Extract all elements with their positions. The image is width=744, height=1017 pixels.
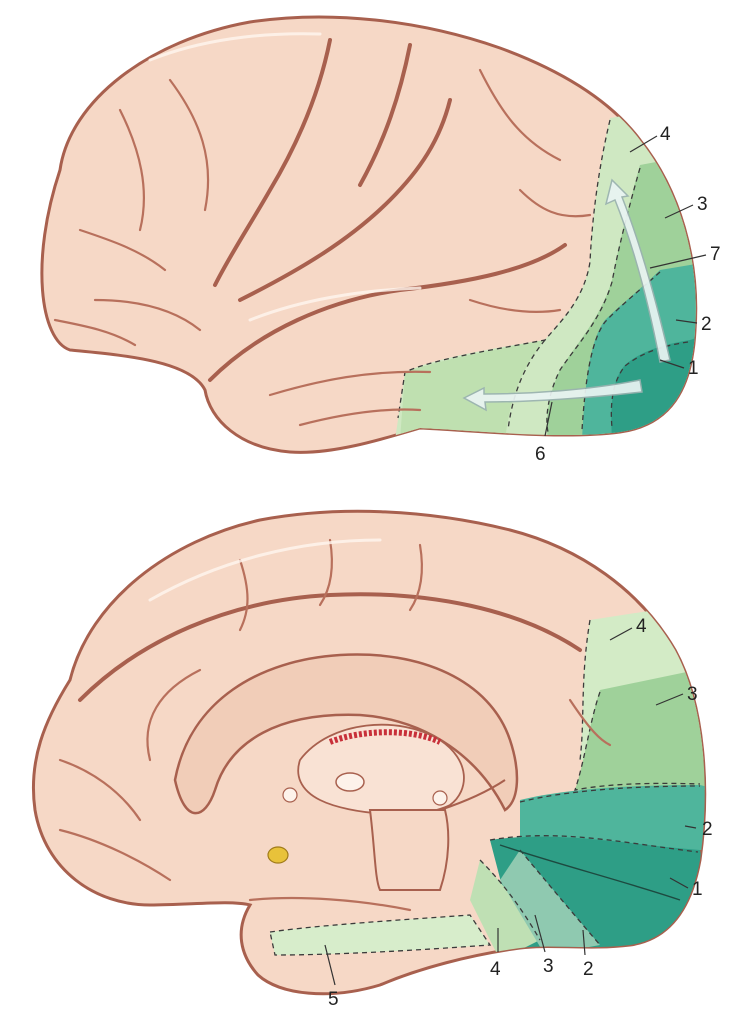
pineal-gland [267, 846, 289, 864]
corpus-callosum [173, 653, 519, 815]
bottom-label-2: 2 [583, 959, 594, 980]
lateral-label-3: 3 [697, 194, 708, 215]
thalamus [297, 723, 465, 815]
lateral-visual-areas [395, 100, 696, 440]
bottom-label-4: 4 [490, 959, 501, 980]
interthalamic-adhesion [335, 772, 365, 792]
medial-label-3: 3 [687, 684, 698, 705]
lateral-label-1: 1 [688, 358, 699, 379]
medial-brain-view [31, 509, 707, 996]
lateral-label-4: 4 [660, 124, 671, 145]
lateral-arrow-ventral-icon [462, 379, 643, 412]
lateral-brain-view [40, 15, 698, 454]
medial-lingual-area-2 [500, 850, 600, 955]
medial-area-2 [520, 785, 705, 850]
lateral-arrow-dorsal-icon [604, 178, 671, 363]
bottom-label-5: 5 [328, 989, 339, 1010]
brainstem [368, 809, 450, 891]
cerebellum-edge [439, 779, 506, 811]
lateral-label-6: 6 [535, 444, 546, 465]
medial-label-1: 1 [692, 879, 703, 900]
lateral-label-2: 2 [701, 314, 712, 335]
lateral-labels: 4 3 7 2 1 6 [535, 124, 721, 465]
medial-labels: 4 3 2 1 2 3 4 5 [324, 616, 713, 1010]
medial-label-2: 2 [702, 819, 713, 840]
mammillary-body [282, 787, 298, 803]
colliculus [432, 790, 448, 806]
medial-area-3 [575, 665, 705, 790]
lateral-label-7: 7 [710, 244, 721, 265]
bottom-label-3: 3 [543, 956, 554, 977]
medial-label-4: 4 [636, 616, 647, 637]
medial-lingual-area-3 [470, 860, 540, 960]
lateral-area-6 [400, 340, 545, 440]
choroid-vessel [328, 729, 442, 745]
